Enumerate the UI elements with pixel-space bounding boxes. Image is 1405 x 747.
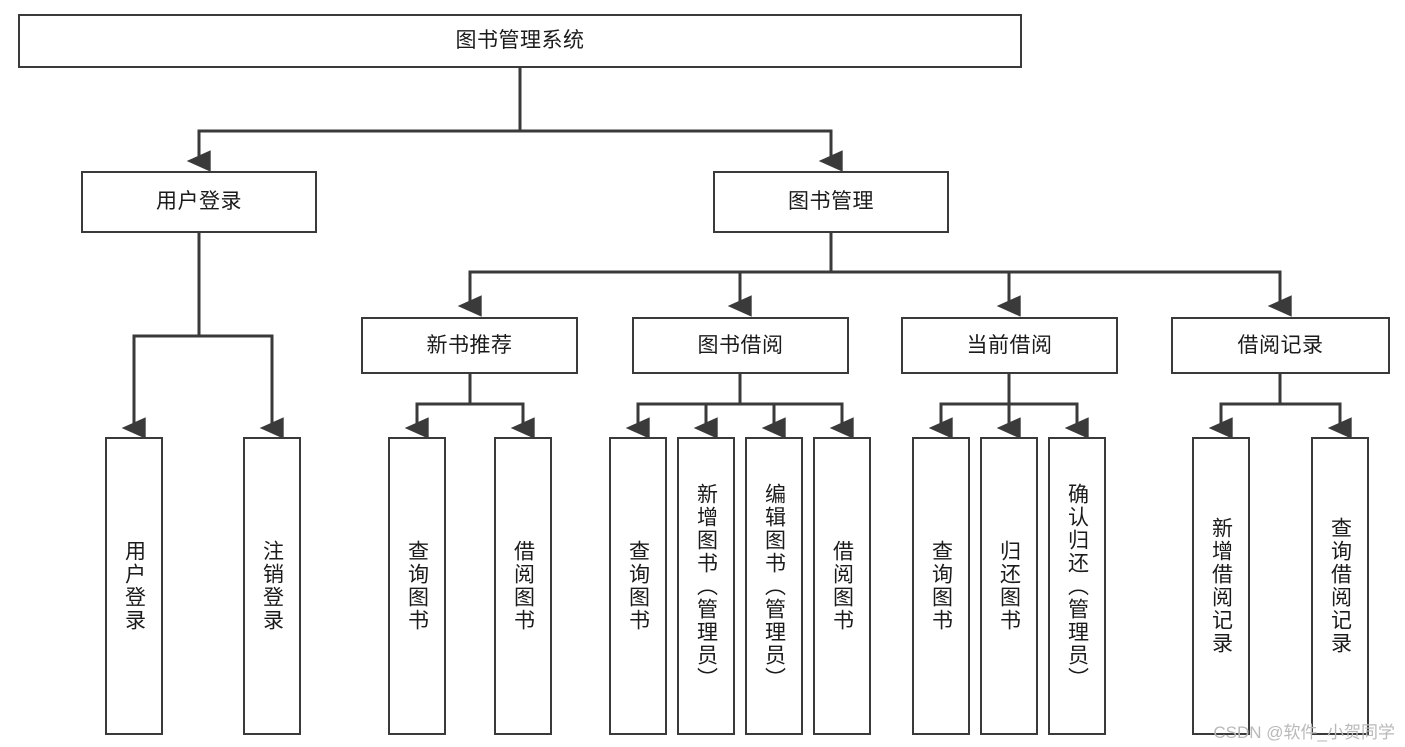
node-book-manage[interactable]: 图书管理 xyxy=(713,171,949,233)
leaf-current-borrow-1-label: 查询图书 xyxy=(929,540,953,632)
leaf-book-borrow-4-label: 借阅图书 xyxy=(830,540,854,632)
leaf-current-borrow-1[interactable]: 查询图书 xyxy=(912,437,970,735)
leaf-current-borrow-3-label: 确认归还（管理员） xyxy=(1065,482,1089,690)
watermark: CSDN @软件_小贺同学 xyxy=(1213,723,1395,742)
leaf-book-borrow-4[interactable]: 借阅图书 xyxy=(813,437,871,735)
node-current-borrow-label: 当前借阅 xyxy=(966,333,1053,357)
leaf-borrow-record-1[interactable]: 新增借阅记录 xyxy=(1192,437,1250,735)
leaf-new-book-2-label: 借阅图书 xyxy=(511,540,535,632)
node-book-borrow-label: 图书借阅 xyxy=(697,333,784,357)
leaf-book-borrow-1[interactable]: 查询图书 xyxy=(609,437,667,735)
node-current-borrow[interactable]: 当前借阅 xyxy=(901,317,1118,374)
leaf-borrow-record-2[interactable]: 查询借阅记录 xyxy=(1311,437,1369,735)
leaf-book-borrow-1-label: 查询图书 xyxy=(626,540,650,632)
leaf-current-borrow-3[interactable]: 确认归还（管理员） xyxy=(1048,437,1106,735)
node-new-book-recommend[interactable]: 新书推荐 xyxy=(361,317,578,374)
leaf-book-borrow-3[interactable]: 编辑图书（管理员） xyxy=(745,437,803,735)
leaf-borrow-record-1-label: 新增借阅记录 xyxy=(1209,517,1233,655)
leaf-book-borrow-3-label: 编辑图书（管理员） xyxy=(762,482,786,690)
leaf-current-borrow-2[interactable]: 归还图书 xyxy=(980,437,1038,735)
leaf-current-borrow-2-label: 归还图书 xyxy=(997,540,1021,632)
node-borrow-record[interactable]: 借阅记录 xyxy=(1171,317,1390,374)
node-book-borrow[interactable]: 图书借阅 xyxy=(632,317,849,374)
node-user-login[interactable]: 用户登录 xyxy=(81,171,317,233)
node-root[interactable]: 图书管理系统 xyxy=(18,14,1022,68)
node-root-label: 图书管理系统 xyxy=(455,29,585,53)
leaf-new-book-2[interactable]: 借阅图书 xyxy=(494,437,552,735)
node-user-login-label: 用户登录 xyxy=(156,190,242,214)
leaf-new-book-1-label: 查询图书 xyxy=(405,540,429,632)
node-borrow-record-label: 借阅记录 xyxy=(1237,333,1324,357)
leaf-user-login-1-label: 用户登录 xyxy=(122,540,146,632)
leaf-new-book-1[interactable]: 查询图书 xyxy=(388,437,446,735)
leaf-borrow-record-2-label: 查询借阅记录 xyxy=(1328,517,1352,655)
leaf-book-borrow-2-label: 新增图书（管理员） xyxy=(694,482,718,690)
leaf-user-login-2[interactable]: 注销登录 xyxy=(243,437,301,735)
leaf-user-login-1[interactable]: 用户登录 xyxy=(105,437,163,735)
node-book-manage-label: 图书管理 xyxy=(788,190,874,214)
leaf-user-login-2-label: 注销登录 xyxy=(260,540,284,632)
leaf-book-borrow-2[interactable]: 新增图书（管理员） xyxy=(677,437,735,735)
node-new-book-recommend-label: 新书推荐 xyxy=(426,333,513,357)
